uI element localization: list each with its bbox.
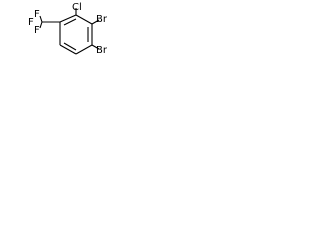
- fluorine-label: F: [34, 9, 40, 20]
- chlorine-label: Cl: [72, 2, 82, 13]
- double-bond-inner: [63, 42, 77, 51]
- atom-labels: Cl Br Br F F F: [28, 2, 108, 56]
- fluorine-bond-lower: [39, 21, 43, 29]
- bromine-lower-bond: [91, 44, 100, 50]
- chemical-structure: Cl Br Br F F F: [28, 2, 108, 56]
- fluorine-bond-upper: [39, 15, 43, 23]
- ring-bond: [75, 44, 93, 55]
- bromine-lower-label: Br: [96, 45, 108, 56]
- bromine-upper-label: Br: [96, 14, 108, 25]
- benzene-ring: [59, 14, 93, 55]
- fluorine-label: F: [34, 25, 40, 36]
- ring-bond: [59, 44, 77, 55]
- double-bond-inner: [63, 18, 77, 26]
- substituent-bonds: [39, 8, 100, 50]
- ring-bond: [75, 14, 93, 25]
- ring-bond: [59, 14, 77, 23]
- fluorine-label: F: [28, 17, 34, 28]
- bromine-upper-bond: [91, 19, 100, 25]
